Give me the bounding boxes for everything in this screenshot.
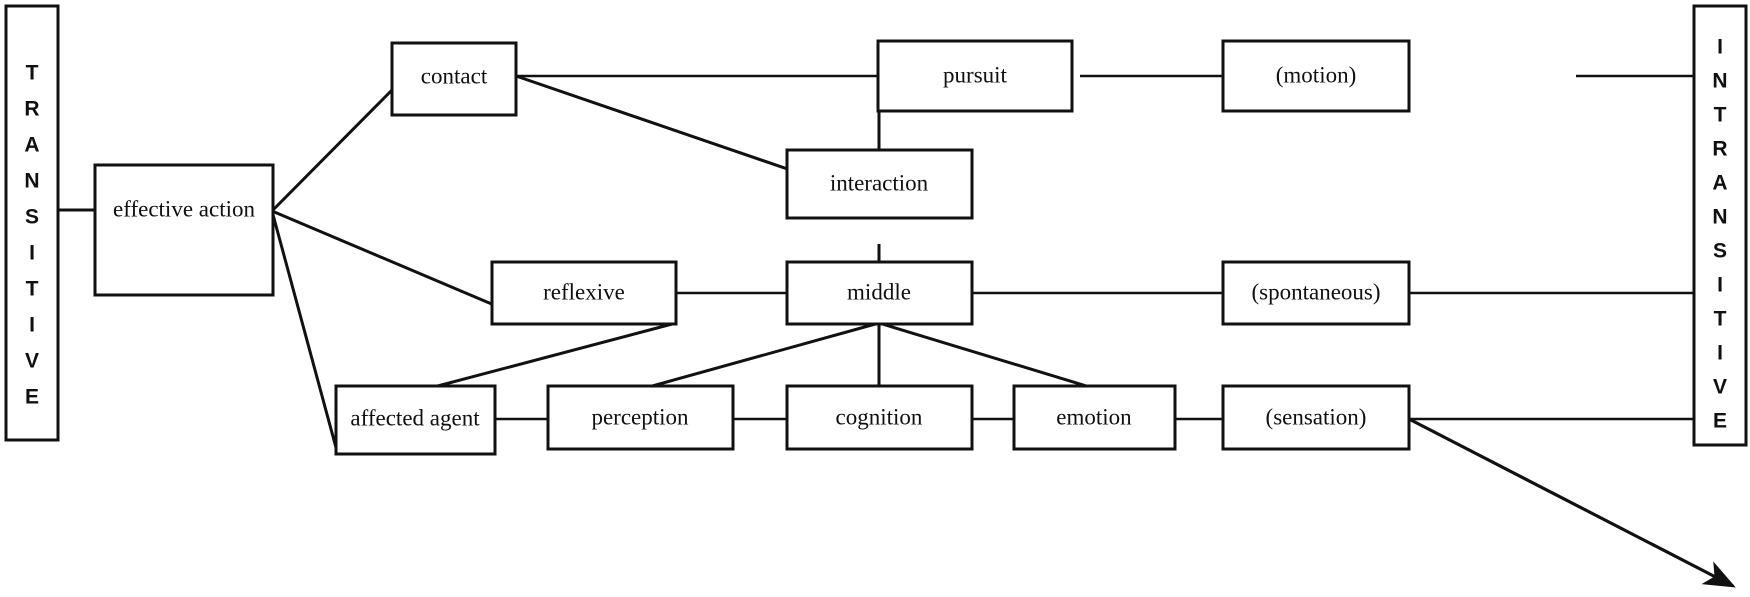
node-emotion-label: emotion — [1056, 404, 1132, 429]
node-sensation[interactable]: (sensation) — [1221, 384, 1411, 451]
rail-transitive-letter: R — [24, 98, 39, 121]
rail-transitive-box — [4, 4, 60, 442]
edge-middle-to-perception — [644, 321, 880, 390]
node-pursuit-label: pursuit — [943, 62, 1008, 87]
node-sensation-box[interactable] — [1221, 384, 1411, 451]
node-effective-action-box[interactable] — [93, 163, 275, 297]
edge-effective-action-to-contact — [270, 88, 394, 213]
node-middle-label: middle — [847, 279, 911, 304]
node-perception-label: perception — [591, 404, 689, 429]
node-contact-label: contact — [421, 63, 488, 88]
node-affected-agent-box[interactable] — [334, 384, 497, 456]
rail-transitive-letter: A — [24, 134, 39, 157]
rail-transitive-letter: I — [29, 314, 35, 337]
rail-transitive-letter: T — [26, 278, 39, 301]
edge-effective-action-to-affected-agent — [270, 210, 340, 456]
rail-transitive-letter: N — [24, 170, 39, 193]
node-cognition-box[interactable] — [785, 384, 974, 451]
rail-intransitive-letter: I — [1717, 274, 1723, 297]
rail-intransitive-box — [1692, 4, 1748, 447]
node-spontaneous-box[interactable] — [1221, 260, 1411, 326]
rail-intransitive-letter: T — [1714, 104, 1727, 127]
rail-transitive-letter: S — [25, 206, 39, 229]
rail-intransitive-letter: E — [1713, 410, 1727, 433]
rail-intransitive-letter: N — [1712, 70, 1727, 93]
node-emotion[interactable]: emotion — [1012, 384, 1177, 451]
node-interaction-label: interaction — [830, 170, 929, 195]
rail-transitive: T R A N S I T I V E — [4, 4, 60, 442]
node-emotion-box[interactable] — [1012, 384, 1177, 451]
rail-transitive-letter: V — [25, 350, 39, 373]
rail-intransitive-letter: I — [1717, 36, 1723, 59]
node-perception[interactable]: perception — [546, 384, 735, 451]
edge-middle-to-emotion — [878, 321, 1094, 390]
rail-intransitive-letter: T — [1714, 308, 1727, 331]
node-effective-action-label: effective action — [113, 196, 255, 221]
node-reflexive-label: reflexive — [543, 279, 625, 304]
node-contact-box[interactable] — [390, 41, 518, 117]
rail-intransitive-letter: V — [1713, 376, 1727, 399]
rail-intransitive: I N T R A N S I T I V E — [1692, 4, 1748, 447]
node-spontaneous-label: (spontaneous) — [1251, 279, 1380, 304]
node-cognition-label: cognition — [836, 404, 923, 429]
node-effective-action[interactable]: effective action — [93, 163, 275, 297]
edge-effective-action-to-reflexive — [271, 209, 495, 307]
node-interaction[interactable]: interaction — [785, 148, 974, 220]
node-reflexive[interactable]: reflexive — [490, 260, 678, 326]
node-motion-box[interactable] — [1221, 39, 1411, 113]
node-affected-agent-label: affected agent — [350, 405, 480, 430]
node-spontaneous[interactable]: (spontaneous) — [1221, 260, 1411, 326]
node-contact[interactable]: contact — [390, 41, 518, 117]
node-pursuit-box[interactable] — [876, 39, 1074, 113]
edge-reflexive-to-affected-agent — [429, 321, 677, 390]
node-middle-box[interactable] — [785, 260, 974, 326]
rail-intransitive-letter: R — [1712, 138, 1727, 161]
node-pursuit[interactable]: pursuit — [876, 39, 1074, 113]
rail-intransitive-letter: A — [1712, 172, 1727, 195]
edge-sensation-open-arrow — [1408, 417, 1736, 588]
rail-transitive-letter: I — [29, 242, 35, 265]
node-perception-box[interactable] — [546, 384, 735, 451]
node-sensation-label: (sensation) — [1266, 404, 1367, 429]
rail-transitive-letter: T — [26, 62, 39, 85]
node-motion-label: (motion) — [1276, 62, 1357, 87]
rail-intransitive-letter: S — [1713, 240, 1727, 263]
node-motion[interactable]: (motion) — [1221, 39, 1411, 113]
node-cognition[interactable]: cognition — [785, 384, 974, 451]
node-interaction-box[interactable] — [785, 148, 974, 220]
rail-intransitive-letter: I — [1717, 342, 1723, 365]
rail-transitive-letter: E — [25, 386, 39, 409]
rail-intransitive-letter: N — [1712, 206, 1727, 229]
connector-layer — [57, 74, 1736, 588]
node-reflexive-box[interactable] — [490, 260, 678, 326]
node-affected-agent[interactable]: affected agent — [334, 384, 497, 456]
node-middle[interactable]: middle — [785, 260, 974, 326]
